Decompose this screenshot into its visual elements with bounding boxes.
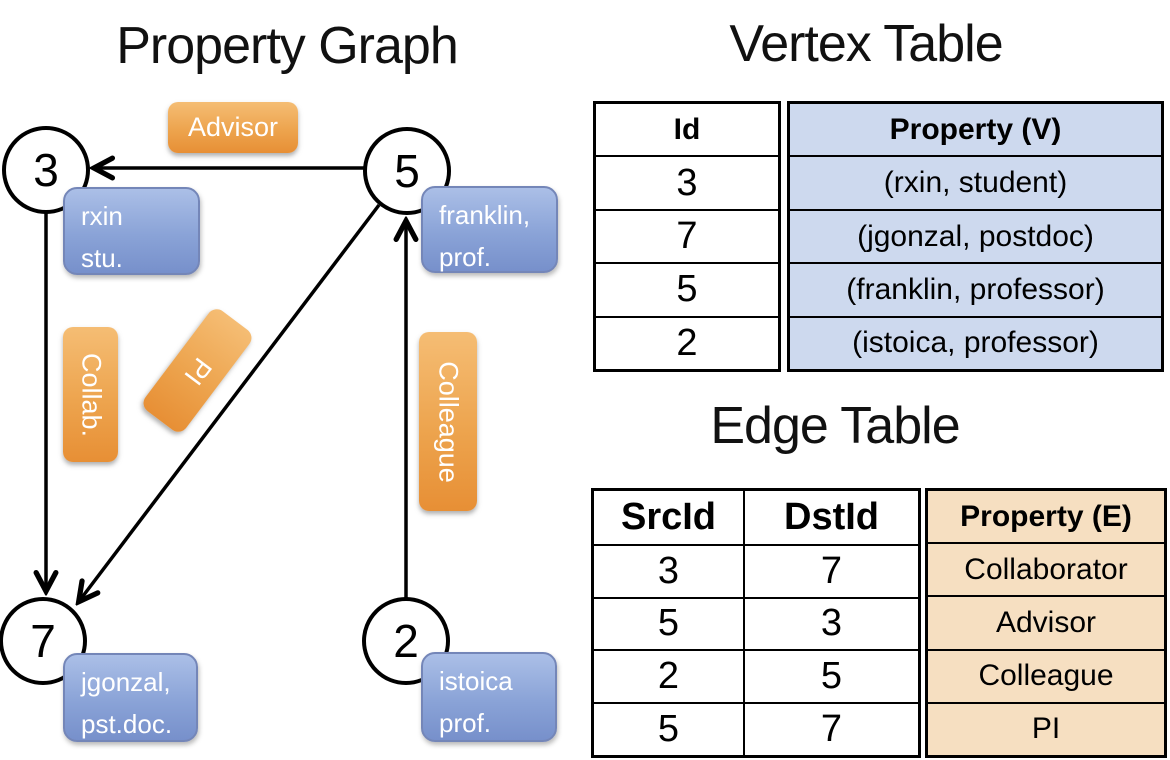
vertex-table-cell: 2 (596, 315, 778, 369)
edge-label-text: PI (178, 351, 218, 391)
vertex-table-cell: 5 (596, 262, 778, 315)
edge-table-cell: 7 (743, 702, 918, 755)
edge-table-ids-columns: SrcId DstId 3 7 5 3 2 5 5 7 (591, 488, 921, 758)
edge-table-header-dstid: DstId (743, 491, 918, 544)
vertex-table-cell: (istoica, professor) (790, 315, 1161, 370)
vertex-prop-line: jgonzal, (81, 667, 171, 697)
edge-table-cell: 5 (594, 596, 743, 650)
vertex-prop-line: pst.doc. (81, 709, 173, 740)
vertex-prop-line: prof. (439, 708, 492, 739)
vertex-prop-line: prof. (439, 242, 492, 273)
node-id-label: 5 (394, 145, 420, 197)
graph-node-2: 2 (362, 597, 450, 685)
vertex-prop-line: istoica (439, 666, 513, 696)
vertex-prop-box-5: franklin, prof. (421, 186, 558, 273)
edge-label-colleague: Colleague (419, 332, 477, 511)
vertex-table-header-id: Id (673, 112, 701, 146)
edge-table-cell: Collaborator (928, 542, 1164, 596)
edge-table-cell: 5 (743, 649, 918, 703)
edge-table-cell: Advisor (928, 595, 1164, 649)
vertex-prop-box-2: istoica prof. (421, 652, 557, 742)
vertex-table-header-property: Property (V) (790, 104, 1161, 156)
edge-table-title: Edge Table (710, 397, 960, 455)
vertex-prop-box-3: rxin stu. (63, 187, 200, 275)
edge-table-cell: 3 (743, 596, 918, 650)
vertex-table-cell: (jgonzal, postdoc) (790, 208, 1161, 263)
vertex-prop-box-7: jgonzal, pst.doc. (63, 653, 198, 742)
node-id-label: 7 (30, 615, 56, 667)
edge-label-text: Colleague (433, 360, 464, 483)
edge-table-property-column: Property (E) Collaborator Advisor Collea… (925, 488, 1167, 758)
graph-node-5: 5 (363, 127, 451, 215)
vertex-table-cell: (rxin, student) (790, 155, 1161, 209)
edge-table-header-property: Property (E) (928, 491, 1164, 543)
edge-label-text: Advisor (187, 112, 279, 142)
edge-table-cell: PI (928, 701, 1164, 756)
edge-table-header-srcid: SrcId (620, 495, 717, 538)
node-id-label: 2 (393, 615, 419, 667)
edge-table-cell: 3 (594, 543, 743, 597)
edge-label-collab: Collab. (63, 327, 118, 462)
vertex-table-cell: 3 (596, 155, 778, 208)
vertex-table-cell: (franklin, professor) (790, 262, 1161, 316)
vertex-table-cell: 7 (596, 208, 778, 262)
graph-edges-layer (0, 0, 560, 760)
vertex-prop-line: franklin, (439, 200, 531, 230)
node-id-label: 3 (33, 144, 59, 196)
edge-table-cell: 2 (594, 649, 743, 702)
edge-label-text: Collab. (76, 352, 106, 437)
vertex-prop-line: stu. (81, 243, 123, 274)
vertex-table-property-column: Property (V) (rxin, student) (jgonzal, p… (787, 101, 1164, 372)
vertex-table-id-column: Id 3 7 5 2 (593, 101, 781, 372)
vertex-table-title: Vertex Table (729, 15, 1003, 73)
edge-pi-arrow (80, 203, 381, 600)
edge-table-cell: 7 (743, 543, 918, 597)
property-graph-title: Property Graph (116, 17, 459, 75)
edge-table-cell: 5 (594, 702, 743, 755)
edge-label-advisor: Advisor (168, 102, 298, 153)
edge-table-cell: Colleague (928, 648, 1164, 702)
vertex-prop-line: rxin (81, 201, 123, 231)
